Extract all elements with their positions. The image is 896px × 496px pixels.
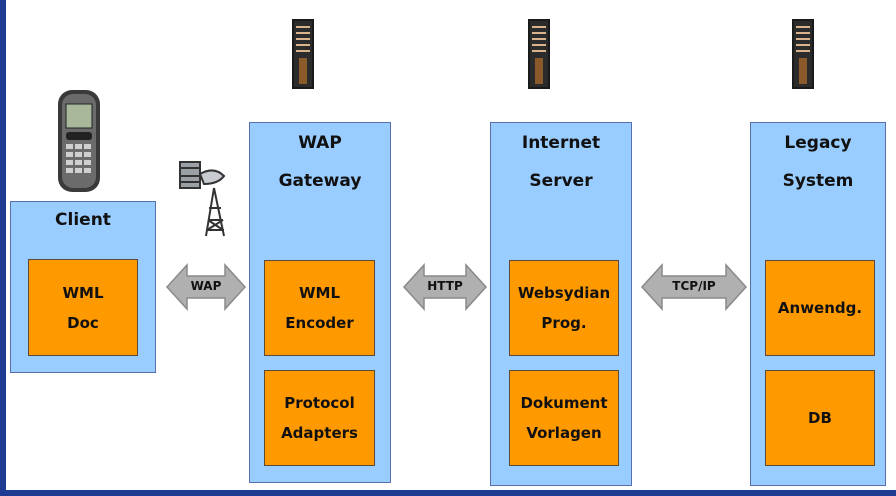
component-line: Vorlagen	[526, 424, 602, 442]
server-tower-icon	[292, 19, 314, 89]
tcpip-connection-arrow: TCP/IP	[640, 262, 748, 312]
internet-server-node: Internet Server Websydian Prog. Dokument…	[490, 122, 632, 486]
client-title: Client	[55, 210, 111, 230]
websydian-prog-component: Websydian Prog.	[509, 260, 619, 356]
double-arrow-icon	[640, 263, 748, 311]
component-line: WML	[62, 283, 104, 302]
server-title-line-2: Server	[529, 171, 593, 191]
component-line: Encoder	[285, 314, 354, 332]
component-line: Anwendg.	[777, 299, 863, 317]
component-line: DB	[808, 409, 832, 427]
component-line: WML	[298, 284, 341, 302]
server-tower-icon	[792, 19, 814, 89]
legacy-title-line-1: Legacy	[784, 133, 852, 153]
double-arrow-icon	[402, 263, 488, 311]
component-line: Dokument	[520, 394, 608, 412]
anwendg-component: Anwendg.	[765, 260, 875, 356]
server-tower-icon	[528, 19, 550, 89]
component-line: Doc	[67, 313, 99, 332]
bottom-frame-bar	[0, 490, 896, 496]
http-connection-arrow: HTTP	[402, 262, 488, 312]
double-arrow-icon	[165, 263, 247, 311]
wap-label: WAP	[190, 279, 222, 293]
dokument-vorlagen-component: Dokument Vorlagen	[509, 370, 619, 466]
legacy-title-line-2: System	[782, 171, 854, 191]
wml-doc-component: WML Doc	[28, 259, 138, 356]
wap-gateway-node: WAP Gateway WML Encoder Protocol Adapter…	[249, 122, 391, 483]
tcpip-label: TCP/IP	[672, 279, 716, 293]
component-line: Websydian	[517, 284, 611, 302]
gateway-title-line-2: Gateway	[278, 171, 362, 191]
wml-encoder-component: WML Encoder	[264, 260, 375, 356]
antenna-tower-icon	[179, 161, 226, 237]
component-line: Adapters	[281, 424, 358, 442]
component-line: Prog.	[541, 314, 587, 332]
gateway-title-line-1: WAP	[298, 133, 342, 153]
component-line: Protocol	[284, 394, 355, 412]
http-label: HTTP	[427, 279, 463, 293]
server-title-line-1: Internet	[521, 133, 601, 153]
wap-connection-arrow: WAP	[165, 262, 247, 312]
left-frame-bar	[0, 0, 6, 496]
protocol-adapters-component: Protocol Adapters	[264, 370, 375, 466]
mobile-phone-icon	[58, 90, 100, 192]
client-node: Client WML Doc	[10, 201, 156, 373]
legacy-system-node: Legacy System Anwendg. DB	[750, 122, 886, 486]
db-component: DB	[765, 370, 875, 466]
